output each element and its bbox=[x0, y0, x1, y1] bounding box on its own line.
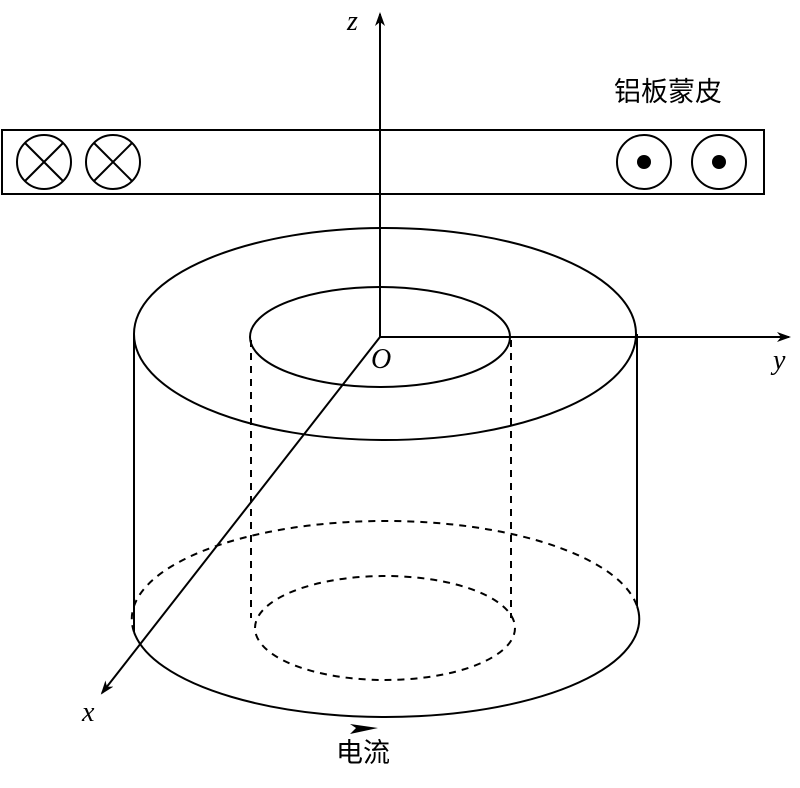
outer-bottom-front bbox=[133, 605, 641, 719]
plate-label: 铝板蒙皮 bbox=[614, 77, 722, 108]
axes bbox=[100, 12, 791, 695]
current-into-page-marker bbox=[85, 134, 141, 190]
y-axis-label: y bbox=[773, 345, 786, 376]
coil bbox=[130, 227, 641, 734]
x-axis bbox=[100, 336, 381, 695]
current-into-page-marker bbox=[16, 134, 72, 190]
current-out-of-page-marker bbox=[691, 134, 747, 190]
inner-bottom-edge-hidden bbox=[254, 575, 516, 681]
aluminum-plate bbox=[1, 129, 765, 195]
origin-label: O bbox=[371, 344, 392, 375]
current-out-of-page-marker bbox=[616, 134, 672, 190]
current-label: 电流 bbox=[336, 738, 390, 769]
current-direction-arrow bbox=[350, 724, 378, 734]
z-axis-label: z bbox=[347, 6, 358, 37]
x-axis-label: x bbox=[82, 697, 95, 728]
outer-top-edge bbox=[133, 227, 637, 441]
plate-outline bbox=[1, 129, 765, 195]
